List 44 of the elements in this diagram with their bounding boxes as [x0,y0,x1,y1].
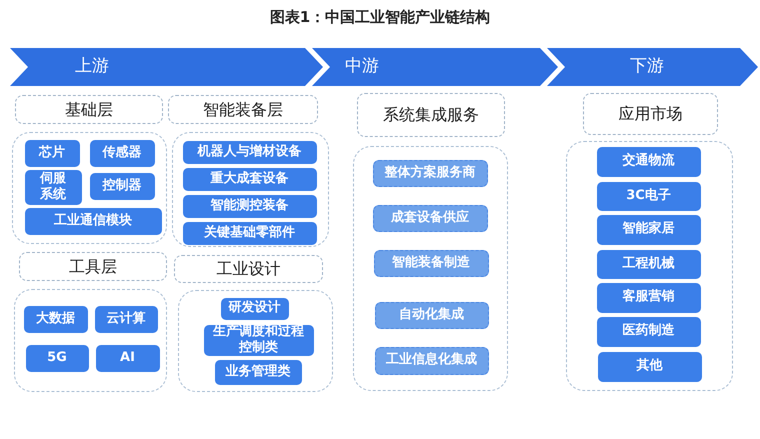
group-frame [353,146,508,391]
chevron-banner: 上游 [10,48,323,86]
group-frame [566,141,733,391]
chart-title: 图表1：中国工业智能产业链结构 [270,8,490,27]
header-box: 工业设计 [174,255,323,283]
chevron-banner: 下游 [547,48,758,86]
category-box: 重大成套设备 [182,168,316,190]
category-box: 传感器 [90,140,154,166]
group-frame [12,132,167,244]
header-box: 应用市场 [583,93,718,135]
category-box: 云计算 [94,306,158,332]
category-box: 芯片 [24,140,80,166]
header-box: 工具层 [19,252,167,281]
category-box: 客服营销 [596,282,700,312]
header-box: 系统集成服务 [357,93,505,137]
category-box: 自动化集成 [374,302,488,328]
category-box: 其他 [598,352,702,382]
category-box: 研发设计 [220,298,288,320]
category-box: 业务管理类 [214,360,302,384]
group-frame [178,290,333,392]
category-box: 整体方案服务商 [372,160,488,186]
group-frame [14,289,167,392]
category-box: 工程机械 [596,250,700,278]
chevron-banner: 中游 [312,48,558,86]
category-box: 控制器 [90,172,154,200]
category-box: 伺服系统 [24,170,82,204]
header-box: 智能装备层 [168,95,318,124]
category-box: AI [96,344,160,372]
category-box: 生产调度和过程控制类 [204,324,314,356]
header-box: 基础层 [15,95,163,124]
category-box: 3C电子 [596,182,700,210]
category-box: 关键基础零部件 [182,222,316,244]
category-box: 成套设备供应 [372,204,488,232]
category-box: 5G [26,344,88,372]
category-box: 医药制造 [596,316,700,346]
category-box: 智能家居 [596,214,700,244]
category-box: 工业通信模块 [24,208,162,234]
category-box: 工业信息化集成 [374,346,488,374]
category-box: 大数据 [24,306,88,332]
category-box: 智能装备制造 [374,250,488,276]
category-box: 交通物流 [596,146,700,176]
group-frame [172,132,329,247]
category-box: 机器人与增材设备 [182,140,316,164]
category-box: 智能测控装备 [182,194,316,218]
